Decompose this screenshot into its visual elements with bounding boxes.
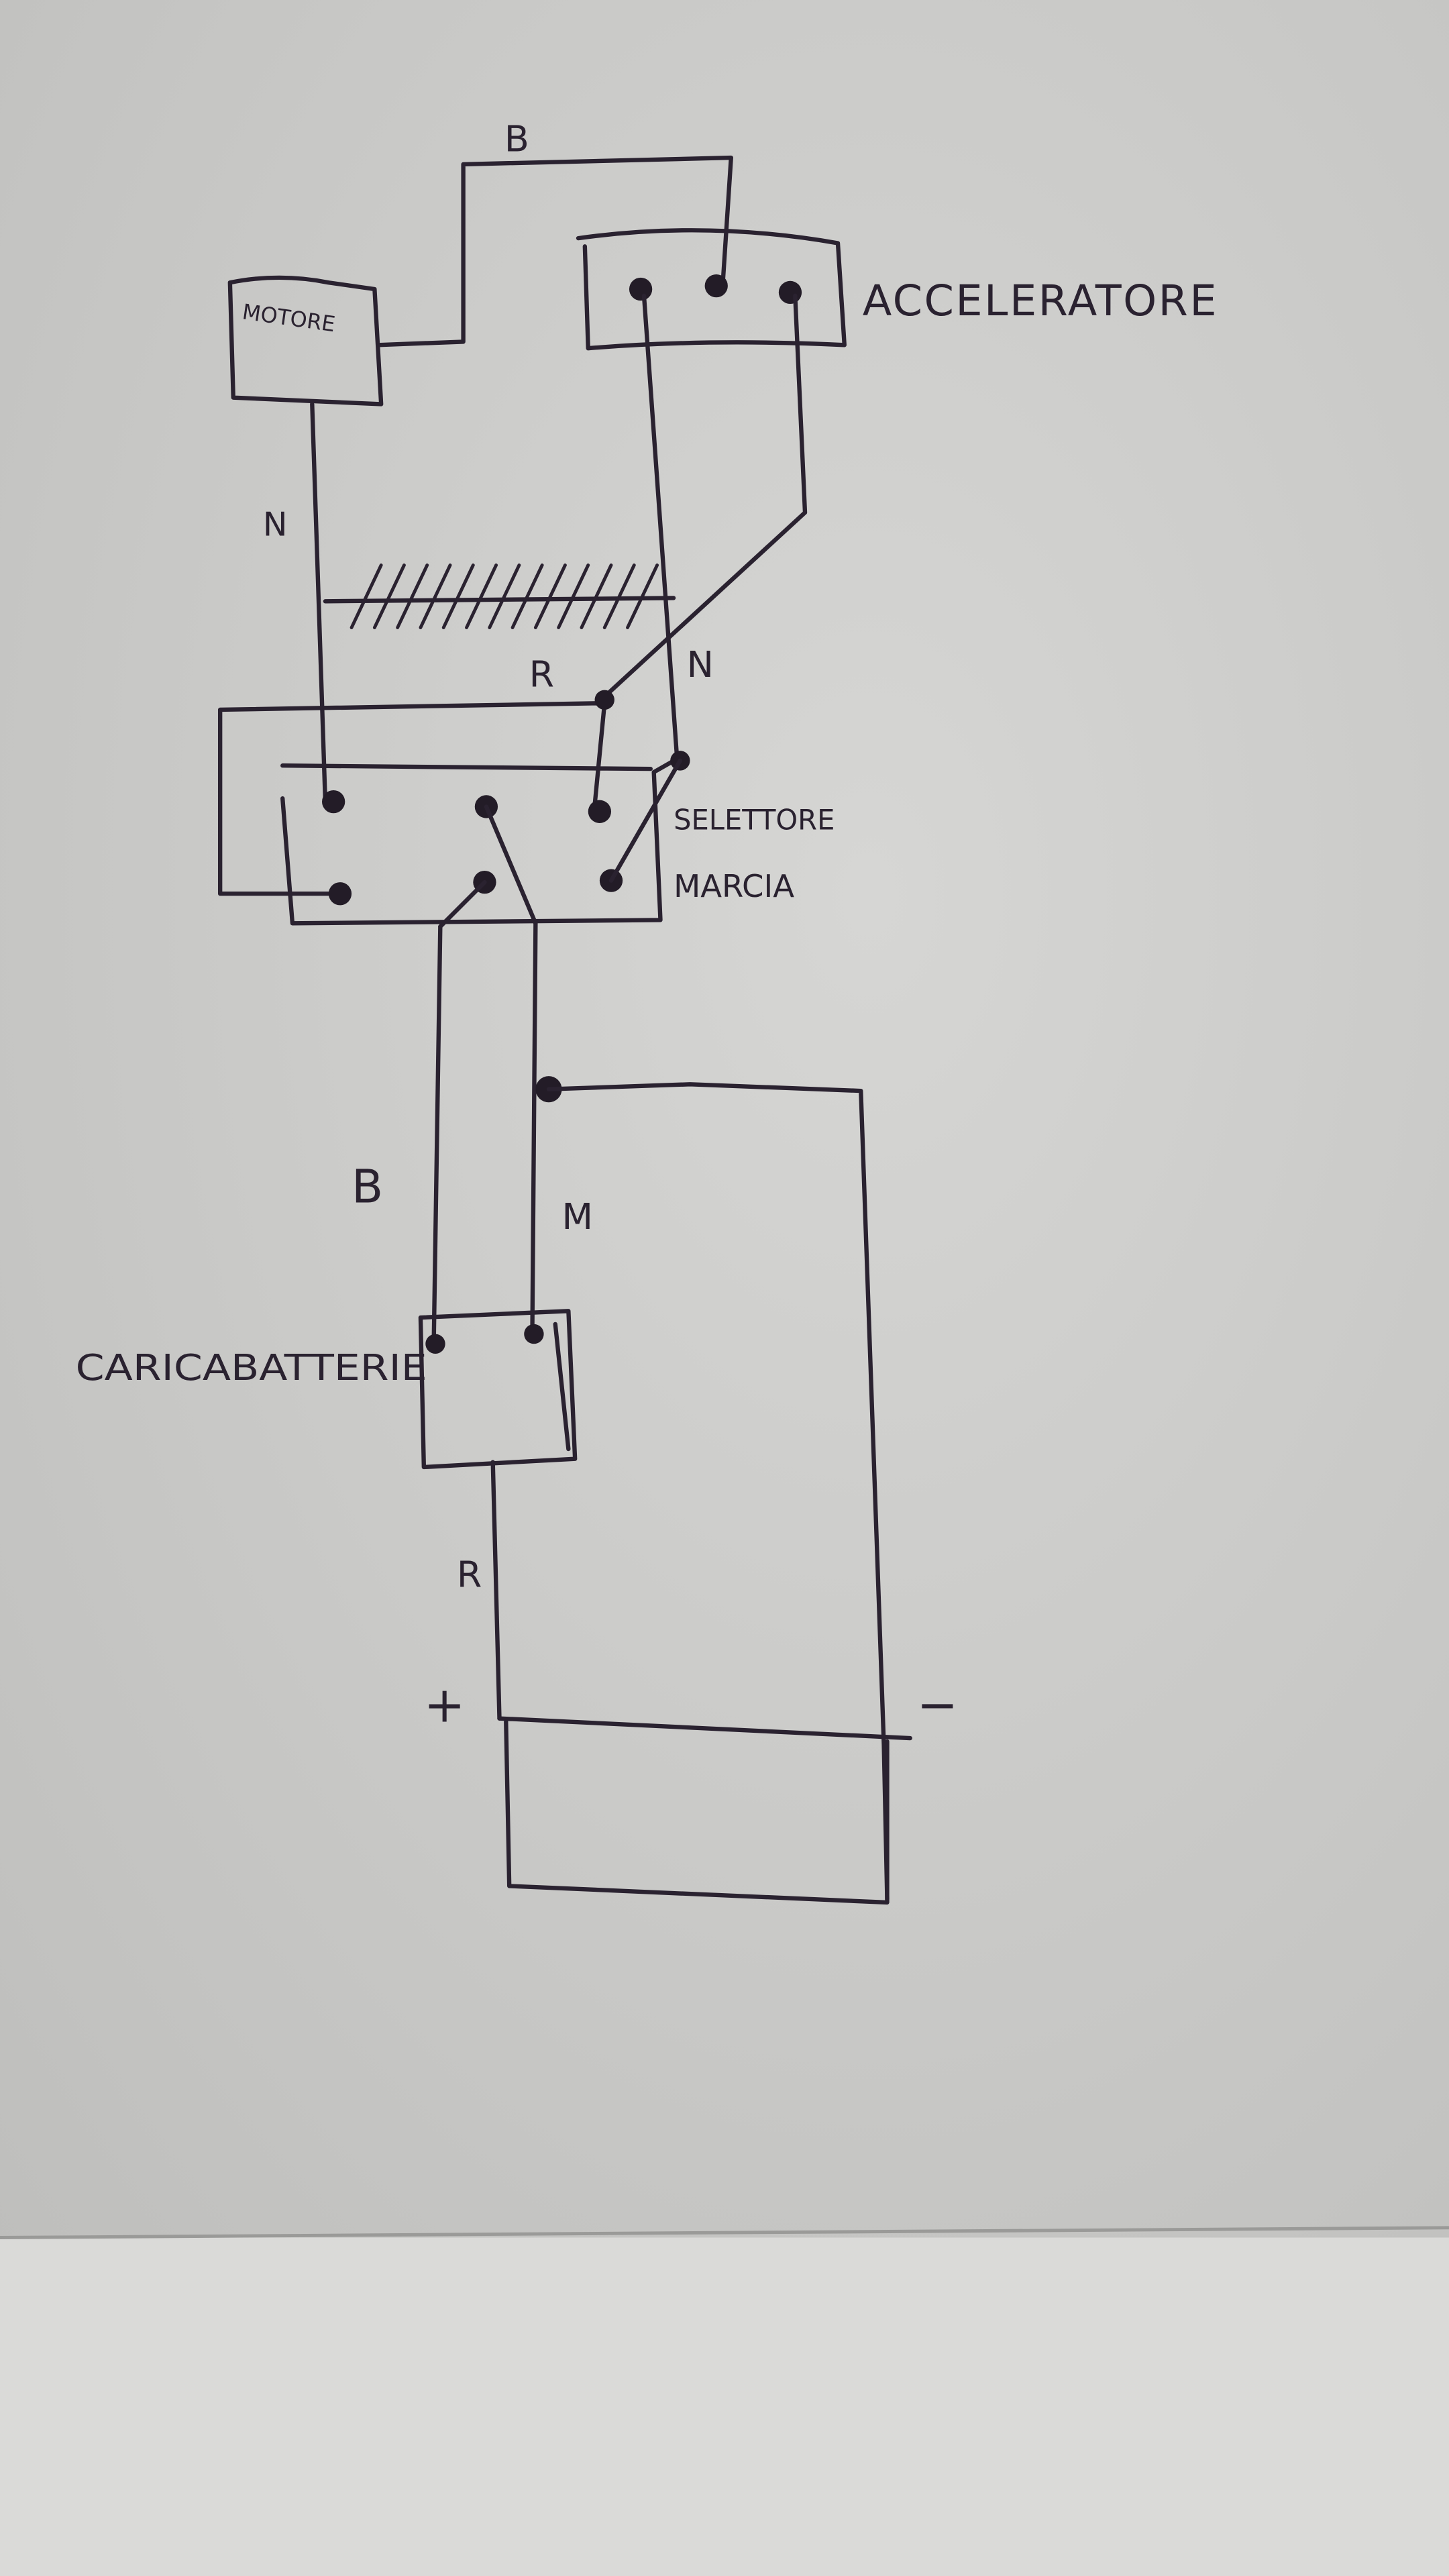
paper-edge (0, 2226, 1449, 2239)
wire-b-top (376, 155, 733, 347)
selector-label-line1: SELETTORE (674, 804, 835, 837)
wire-label-b-top: B (504, 117, 529, 160)
wire-label-n-motor: N (263, 505, 288, 543)
accelerator-box: ACCELERATORE (576, 228, 1218, 351)
selector-junction-r (594, 690, 614, 710)
selector-terminal-1 (322, 790, 345, 814)
charger-box: CARICABATTERIE (76, 1309, 578, 1470)
white-board (0, 2237, 1449, 2576)
charger-terminal-b (425, 1334, 445, 1354)
wire-label-n-selector: N (687, 643, 714, 686)
wire-label-b-charger: B (352, 1161, 383, 1214)
selector-terminal-4 (328, 882, 352, 906)
gear-selector-box: SELETTORE MARCIA (217, 690, 835, 929)
accelerator-terminal-3 (778, 280, 802, 305)
selector-label-line2: MARCIA (674, 868, 794, 904)
accelerator-terminal-1 (629, 277, 653, 301)
paper-sheet (0, 0, 1449, 2238)
wire-m-charger (530, 921, 538, 1336)
wire-label-m-charger: M (562, 1195, 593, 1238)
charger-label: CARICABATTERIE (76, 1346, 427, 1389)
wire-label-r-battery: R (457, 1554, 482, 1596)
wire-negative (546, 1082, 890, 1902)
wire-n-motor (310, 402, 328, 804)
battery-positive-sign: + (424, 1677, 466, 1734)
wire-b-charger (431, 924, 443, 1350)
accelerator-terminal-2 (704, 274, 728, 298)
battery-box: + − (424, 1677, 959, 1905)
hatched-bar (323, 564, 676, 629)
selector-terminal-3 (588, 800, 612, 823)
wire-r-accelerator (602, 293, 808, 699)
accelerator-label: ACCELERATORE (863, 276, 1218, 326)
charger-terminal-m (524, 1324, 544, 1344)
battery-negative-sign: − (917, 1677, 959, 1734)
wire-label-r-selector: R (529, 653, 554, 696)
wire-r-battery (490, 1460, 502, 1721)
wire-n-accelerator (641, 293, 680, 758)
